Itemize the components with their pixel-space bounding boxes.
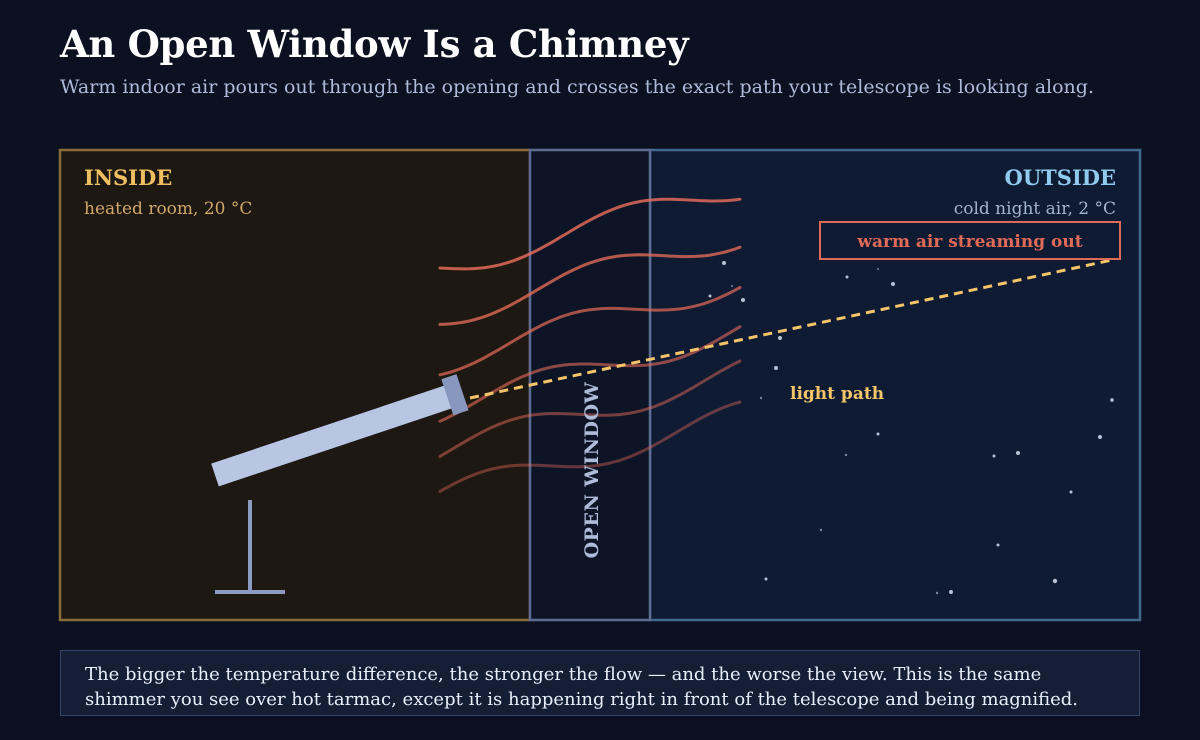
star [935,591,939,595]
warm-air-callout: warm air streaming out [856,232,1082,252]
warm-air-stream [438,245,742,326]
star [876,432,880,436]
window-opening [528,148,652,622]
star [722,261,726,265]
star [949,590,953,594]
warm-air-stream [438,400,742,493]
warm-air-streams [438,197,742,493]
inside-detail: heated room, 20 °C [84,199,252,219]
outside-detail: cold night air, 2 °C [954,199,1116,219]
star [1052,578,1058,584]
telescope [211,374,469,487]
star [1098,435,1102,439]
star [996,543,1000,547]
star [708,294,712,298]
inside-label: INSIDE [84,165,172,190]
star [759,396,763,400]
outside-panel [648,148,1142,622]
star [774,366,778,370]
star [741,298,745,302]
star [819,528,823,532]
warm-air-callout-box [819,221,1121,260]
outside-label: OUTSIDE [1005,165,1116,190]
star [731,285,733,287]
star [992,454,996,458]
warm-air-stream [438,286,742,377]
telescope-tube [211,384,456,487]
light-path-label: light path [790,384,884,404]
warm-air-stream [438,197,742,271]
star [877,268,879,270]
star [764,577,768,581]
star-field [708,261,1114,595]
light-path-line [469,258,1113,400]
star [844,453,848,457]
star [891,282,895,286]
page-title: An Open Window Is a Chimney [60,22,689,66]
star [1069,490,1073,494]
page-subtitle: Warm indoor air pours out through the op… [60,76,1094,98]
star [1016,451,1020,455]
caption-box: The bigger the temperature difference, t… [60,650,1140,716]
star [845,275,849,279]
window-label: OPEN WINDOW [581,381,603,558]
warm-air-stream [438,359,742,458]
star [1110,398,1114,402]
caption-text: The bigger the temperature difference, t… [85,664,1079,710]
star [778,336,782,340]
telescope-aperture [441,374,469,416]
